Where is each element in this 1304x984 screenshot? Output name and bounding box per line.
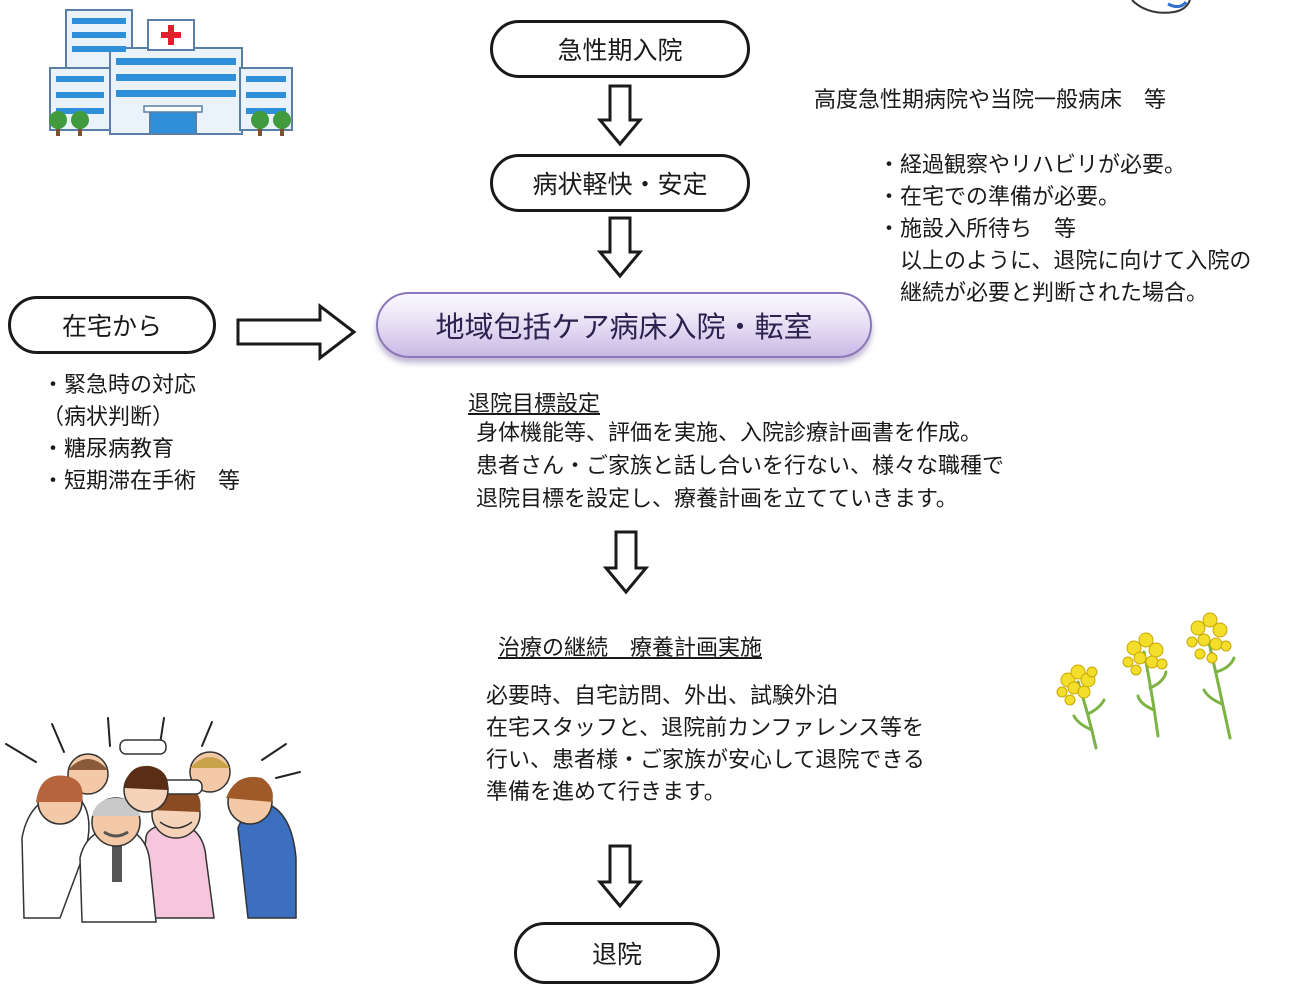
- treatment-section-line: 準備を進めて行きます。: [486, 780, 726, 805]
- home-reason-line: （病状判断）: [42, 405, 175, 430]
- reason-bullet: ・経過観察やリハビリが必要。: [878, 153, 1187, 178]
- community-care-admission-label: 地域包括ケア病床入院・転室: [435, 310, 813, 344]
- treatment-section-heading: 治療の継続 療養計画実施: [498, 636, 763, 661]
- right-arrow-icon: [236, 302, 357, 362]
- rapeseed-flowers-illustration: [1056, 612, 1236, 750]
- stabilized-label: 病状軽快・安定: [532, 170, 708, 199]
- goal-section-heading: 退院目標設定: [468, 392, 601, 417]
- down-arrow-icon: [596, 84, 644, 147]
- treatment-section-line: 在宅スタッフと、退院前カンファレンス等を: [486, 716, 925, 741]
- goal-section-line: 身体機能等、評価を実施、入院診療計画書を作成。: [476, 421, 983, 446]
- stabilized-box: 病状軽快・安定: [490, 154, 750, 212]
- community-care-admission-box: 地域包括ケア病床入院・転室: [376, 292, 872, 358]
- treatment-section-line: 行い、患者様・ご家族が安心して退院できる: [486, 748, 925, 773]
- goal-section-line: 退院目標を設定し、療養計画を立てていきます。: [476, 487, 958, 512]
- discharge-box: 退院: [514, 922, 720, 984]
- medical-staff-group-illustration: [5, 717, 301, 923]
- home-reason-line: ・緊急時の対応: [42, 373, 197, 398]
- hospitals-note: 高度急性期病院や当院一般病床 等: [814, 88, 1167, 113]
- reason-bullet: ・施設入所待ち 等: [878, 217, 1077, 242]
- acute-admission-box: 急性期入院: [490, 20, 750, 78]
- down-arrow-icon: [602, 530, 650, 595]
- goal-section-line: 患者さん・ご家族と話し合いを行ない、様々な職種で: [476, 454, 1005, 479]
- home-reason-line: ・短期滞在手術 等: [42, 469, 241, 494]
- acute-admission-label: 急性期入院: [557, 36, 683, 65]
- home-reason-line: ・糖尿病教育: [42, 437, 175, 462]
- reason-summary-line: 以上のように、退院に向けて入院の: [900, 249, 1252, 274]
- hospital-building-illustration: [49, 9, 293, 136]
- discharge-label: 退院: [591, 940, 642, 969]
- reason-summary-line: 継続が必要と判断された場合。: [900, 281, 1209, 306]
- down-arrow-icon: [596, 216, 644, 279]
- from-home-label: 在宅から: [61, 312, 162, 341]
- bird-tail-illustration: [1131, 0, 1191, 14]
- down-arrow-icon: [596, 844, 644, 909]
- from-home-box: 在宅から: [8, 296, 216, 354]
- treatment-section-line: 必要時、自宅訪問、外出、試験外泊: [486, 684, 839, 709]
- reason-bullet: ・在宅での準備が必要。: [878, 185, 1121, 210]
